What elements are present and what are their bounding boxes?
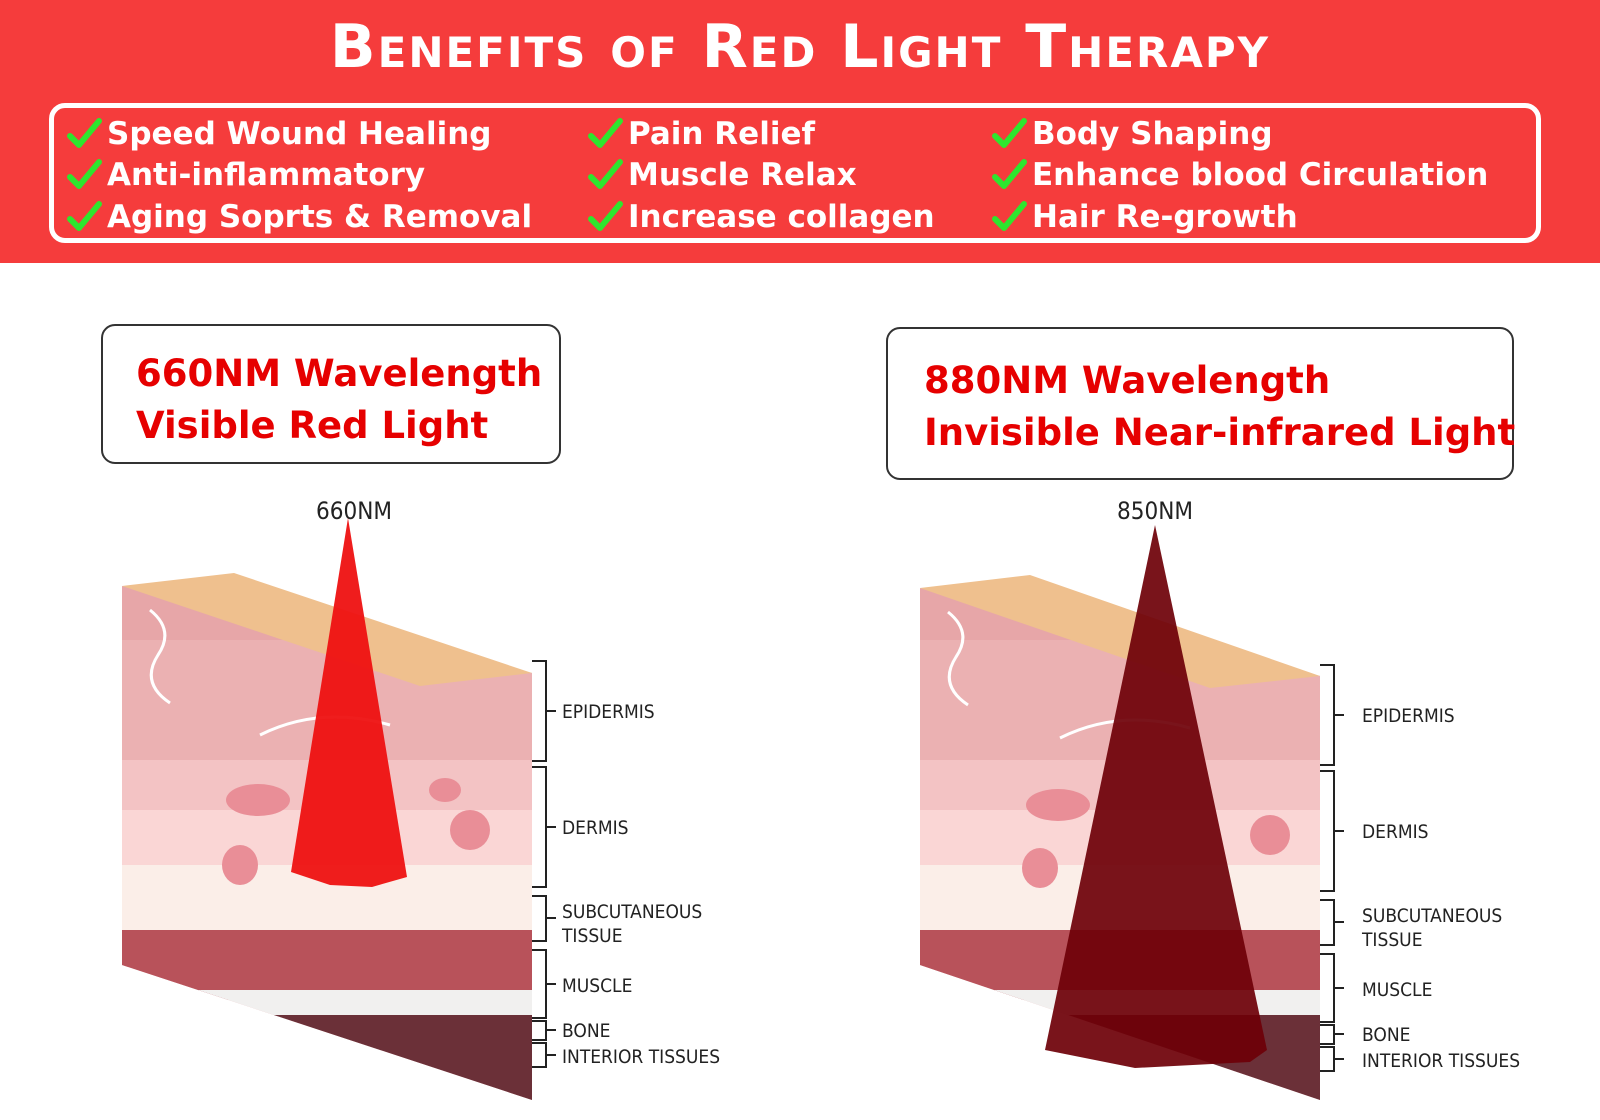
benefit-item: Aging Soprts & Removal [66,197,532,237]
benefit-item: Enhance blood Circulation [991,155,1488,195]
wavelength-880-box [886,327,1514,480]
check-icon [588,201,623,231]
wavelength-660-subtitle: Visible Red Light [136,404,489,447]
layer-label-muscle: MUSCLE [562,975,632,997]
benefit-label: Speed Wound Healing [107,116,492,152]
beam-label: 850NM [1117,497,1193,525]
check-icon [588,159,623,189]
benefit-item: Increase collagen [587,197,935,237]
layer-label-interior-tissues: INTERIOR TISSUES [562,1046,720,1068]
benefit-label: Increase collagen [628,199,935,235]
skin-top-surface [122,573,532,686]
benefit-item: Anti-inflammatory [66,155,425,195]
layer-label-tissue: TISSUE [1361,929,1423,951]
benefit-label: Aging Soprts & Removal [107,199,533,235]
layer-label-bone: BONE [1362,1024,1410,1046]
header-banner: Benefits of Red Light Therapy Speed Woun… [0,0,1600,263]
benefits-box [49,103,1541,243]
benefit-item: Muscle Relax [587,155,857,195]
benefit-label: Body Shaping [1032,116,1273,152]
layer-label-dermis: DERMIS [1362,821,1428,843]
benefit-item: Pain Relief [587,114,815,154]
layer-brackets [1320,664,1344,1072]
light-beam-850 [1045,525,1267,1068]
check-icon [588,118,623,148]
layer-label-muscle: MUSCLE [1362,979,1432,1001]
layer-brackets [532,660,556,1068]
benefit-label: Hair Re-growth [1032,199,1298,235]
benefit-label: Enhance blood Circulation [1032,157,1489,193]
check-icon [67,118,102,148]
benefit-item: Body Shaping [991,114,1273,154]
benefit-label: Muscle Relax [628,157,857,193]
benefit-item: Hair Re-growth [991,197,1298,237]
check-icon [67,201,102,231]
layer-label-interior-tissues: INTERIOR TISSUES [1362,1050,1520,1072]
light-beam-660 [291,518,407,887]
skin-top-surface [920,575,1320,688]
layer-label-epidermis: EPIDERMIS [562,701,655,723]
wavelength-880-title: 880NM Wavelength [924,359,1331,402]
skin-diagram-850: 850NM EPIDERMIS DERMIS SUBCUTANEOUS TISS… [920,497,1520,1100]
skin-diagram-660: 660NM EPIDERMIS DERMIS SUBCUTANEOUS TISS… [122,497,720,1100]
layer-label-epidermis: EPIDERMIS [1362,705,1455,727]
check-icon [992,159,1027,189]
check-icon [992,201,1027,231]
wavelength-660-title: 660NM Wavelength [136,352,543,395]
layer-label-dermis: DERMIS [562,817,628,839]
check-icon [992,118,1027,148]
layer-label-subcutaneous: SUBCUTANEOUS [562,901,702,923]
benefit-item: Speed Wound Healing [66,114,491,154]
beam-label: 660NM [316,497,392,525]
layer-label-bone: BONE [562,1020,610,1042]
benefit-label: Pain Relief [628,116,815,152]
layer-label-subcutaneous: SUBCUTANEOUS [1362,905,1502,927]
page-title: Benefits of Red Light Therapy [329,12,1271,82]
layer-label-tissue: TISSUE [561,925,623,947]
wavelength-880-subtitle: Invisible Near-infrared Light [924,411,1516,454]
wavelength-660-box [101,324,561,464]
check-icon [67,159,102,189]
benefit-label: Anti-inflammatory [107,157,426,193]
